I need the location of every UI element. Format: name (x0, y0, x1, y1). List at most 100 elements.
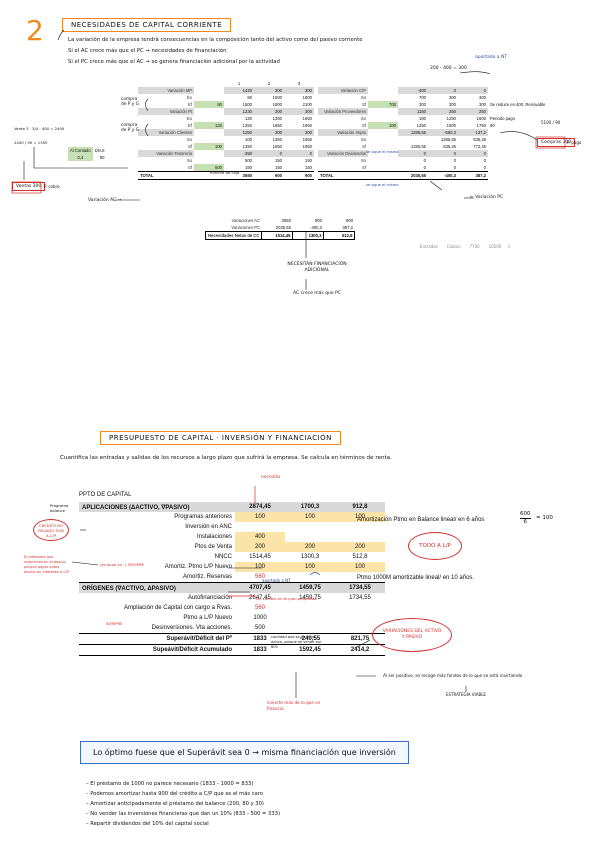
orig-row: Desinversiones. Vta acciones.500 (79, 623, 385, 634)
section-title: NECESIDADES DE CAPITAL CORRIENTE (62, 18, 232, 32)
note-ptmo: Ptmo 1000M amortizable lineal/ en 10 año… (357, 575, 475, 581)
row-value: 300 (449, 102, 456, 107)
row-value: 150 (305, 158, 312, 163)
row-value: 700 (419, 95, 426, 100)
row-value: 1800 (272, 102, 282, 107)
invierte-note: invierte más de lo que se financia (267, 700, 321, 711)
todo-lp-oval: TODO A L/P (408, 532, 462, 560)
row-value: 80 (247, 95, 252, 100)
aplic-value: 100 (285, 512, 335, 522)
row-value: 1350 (242, 144, 252, 149)
row-value: 120 (245, 116, 252, 121)
orig-value: 1734,55 (349, 595, 371, 601)
aplic-value: 200 (285, 542, 335, 552)
row-value: 1500 (446, 123, 456, 128)
orig-label: Ampliación de Capital con cargo a Rvas. (123, 605, 232, 611)
row-value: 1230 (224, 108, 254, 115)
col-header: 2 (267, 81, 271, 86)
row-label: So (360, 137, 366, 142)
summary-value: 2035,55 (275, 225, 291, 230)
rule-pc: Si el PC crece más que el AC → se genera… (68, 59, 280, 65)
fraction-num: 600 (520, 511, 531, 519)
orig-value: 1000 (253, 615, 267, 621)
row-label: Ef (188, 102, 192, 107)
section2-intro: Cuantifica las entradas y salidas de los… (60, 455, 392, 461)
row-label: Variación Dividendos (318, 150, 368, 157)
superavit-value: 821,75 (335, 633, 385, 645)
row-value: 635,25 (473, 137, 486, 142)
superavit-acum-value: 1592,45 (285, 644, 335, 656)
orig-label: Desinversiones. Vta acciones. (151, 625, 232, 631)
row-label: Eo (186, 95, 192, 100)
row-value: 1500 (242, 102, 252, 107)
pc-variation-arrow: ← Variación PC (470, 195, 504, 200)
row-value: 0 (453, 158, 456, 163)
row-label: Variación Proveedores (318, 108, 368, 115)
row-label: Sf (362, 123, 366, 128)
superavit-value: 1833 (235, 633, 285, 645)
orig-total: 1734,55 (335, 582, 385, 593)
row-label: Ef (188, 123, 192, 128)
orig-row: Ampliación de Capital con cargo a Rvas. 5… (79, 603, 385, 613)
faded-cell: Cobros (446, 244, 461, 249)
orig-value: 2647,45 (249, 595, 271, 601)
row-value: 1250 (416, 123, 426, 128)
aplic-label: Amortiz. Ptmo L/P Nuevo (164, 564, 232, 570)
row-value: 0 (423, 158, 426, 163)
row-value: 2035,55 (398, 171, 428, 180)
row-label: TOTAL (318, 171, 368, 180)
col-header: 1 (237, 81, 241, 86)
section-intro: La variación de la empresa tendrá consec… (68, 37, 363, 43)
orig-header: ORÍGENES (∇ACTIVO, ΔPASIVO) (79, 582, 235, 593)
row-value: 387,2 (458, 171, 488, 180)
row-value: 150 (245, 165, 252, 170)
row-value: 3550 (224, 171, 254, 180)
orig-value: 560 (254, 605, 265, 611)
row-value: 300 (254, 108, 284, 115)
igual-note: (es igual en -) SIEMPRE (100, 562, 145, 567)
compras-note: P. pago (567, 140, 582, 145)
summary-value: 3550 (281, 218, 291, 223)
note-top-aportado: aportado a NT (475, 55, 508, 60)
row-value: 0 (423, 165, 426, 170)
row-value: -650,3 (428, 129, 458, 136)
row-value: 150 (275, 165, 282, 170)
sigue-note-2: se sigue el mismo (366, 183, 399, 187)
row-label: So (360, 158, 366, 163)
row-value: 0 (453, 165, 456, 170)
row-label: Sf (362, 144, 366, 149)
aplic-value: 1514,45 (249, 554, 271, 560)
table-row: So 1285,55 635,25 (318, 136, 547, 143)
row-value: 1285,55 (440, 137, 456, 142)
summary-value: 900 (314, 218, 322, 223)
row-value: 0 (458, 87, 488, 94)
row-initial: 100 (368, 122, 398, 129)
compras-box: Compras 300 (537, 138, 576, 147)
row-value: 0 (428, 87, 458, 94)
conclusion-bullet: – Repartir dividendos del 10% del capita… (86, 821, 209, 827)
row-value: 635,25 (443, 144, 456, 149)
aplic-label: Instalaciones (196, 534, 232, 540)
note-amort: Amortización Ptmo en Balance lineal/ en … (357, 517, 485, 523)
